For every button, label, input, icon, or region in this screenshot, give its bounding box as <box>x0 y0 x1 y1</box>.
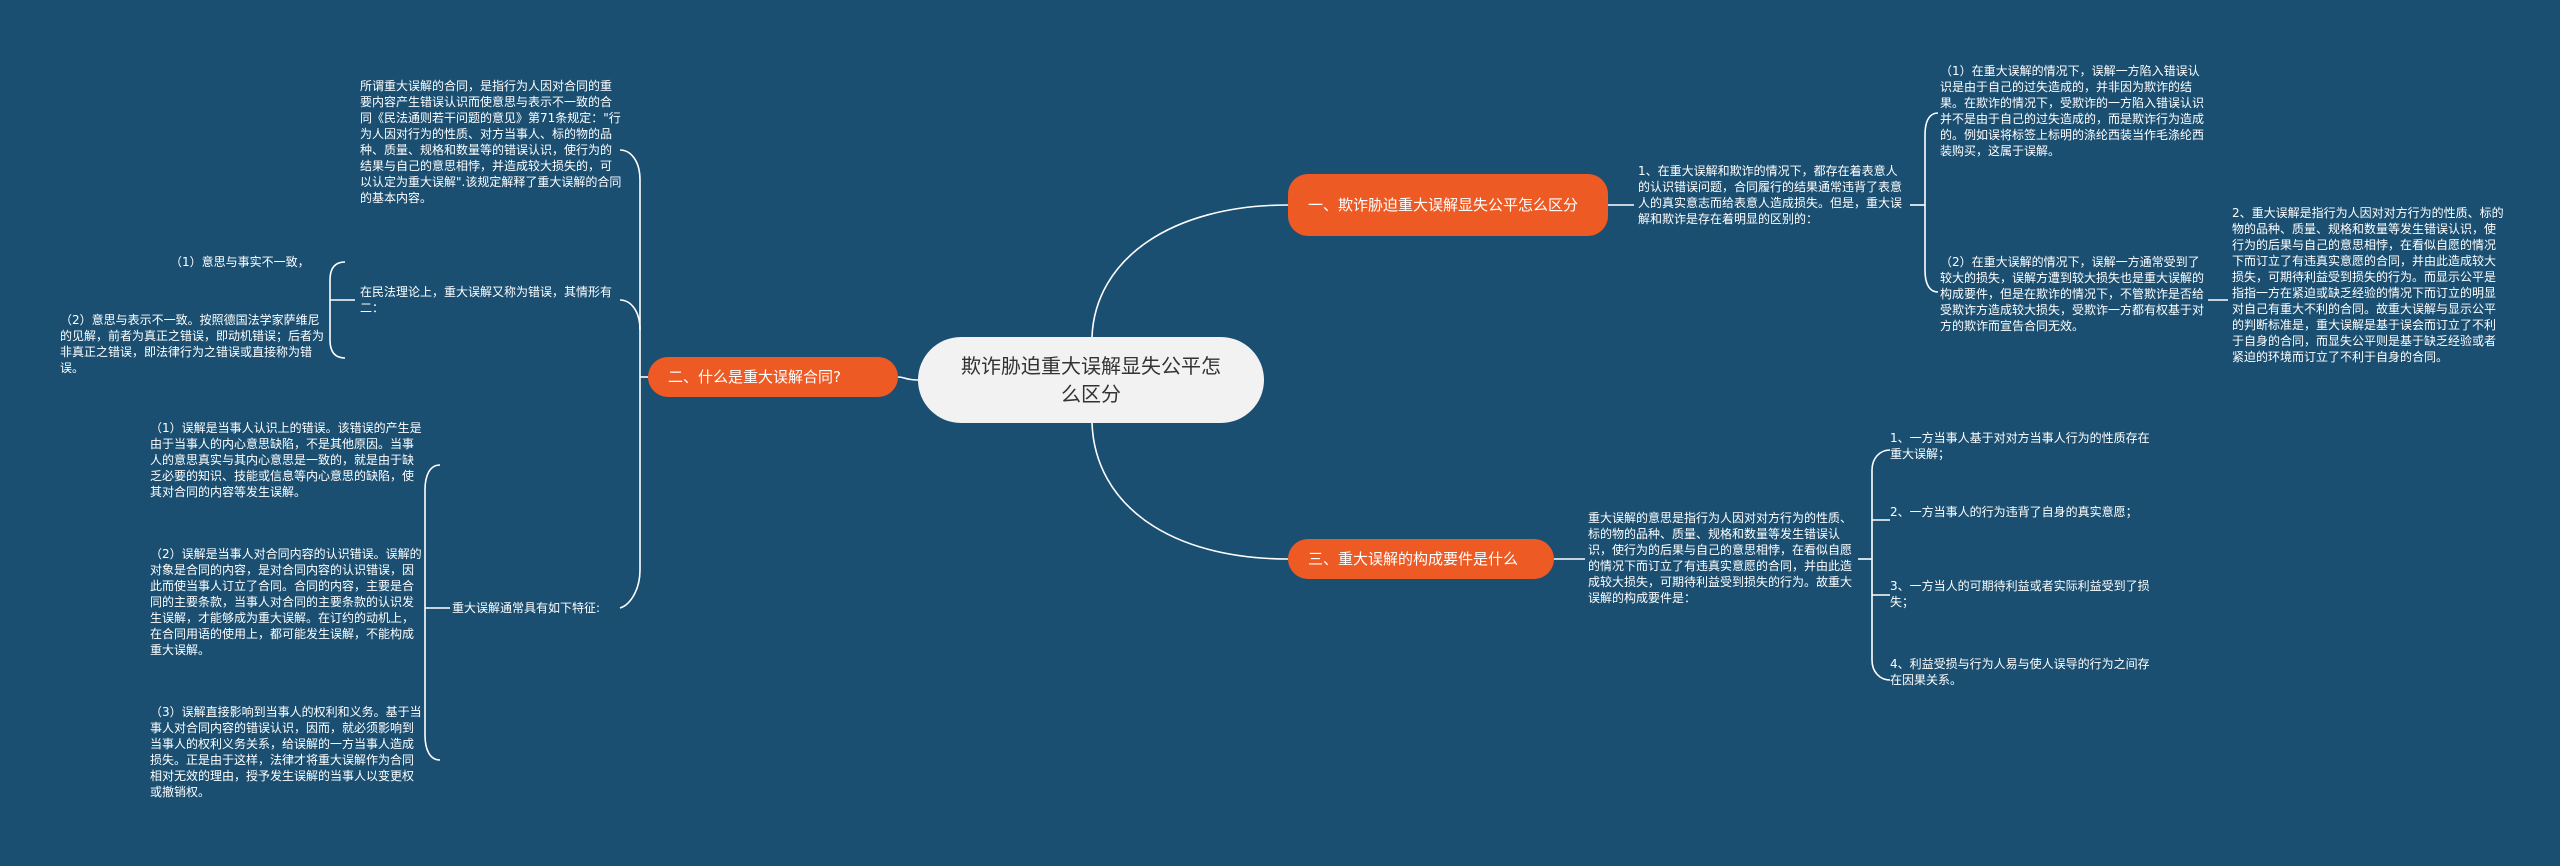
b2-feature-3: （3）误解直接影响到当事人的权利和义务。基于当事人对合同内容的错误认识，因而，就… <box>150 705 422 799</box>
link-root-b3 <box>1091 422 1289 560</box>
branch-node-1[interactable]: 一、欺诈胁迫重大误解显失公平怎么区分 <box>1288 174 1608 236</box>
b2-feature-title: 重大误解通常具有如下特征: <box>452 601 601 615</box>
root-label: 欺诈胁迫重大误解显失公平怎么区分 <box>961 354 1221 406</box>
b1-summary-text: 1、在重大误解和欺诈的情况下，都存在着表意人的认识错误问题，合同履行的结果通常违… <box>1638 164 1903 226</box>
link-root-b2 <box>897 376 919 381</box>
b1-item2-text: （2）在重大误解的情况下，误解一方通常受到了较大的损失，误解方遭到较大损失也是重… <box>1940 255 2205 333</box>
branch-1-label: 一、欺诈胁迫重大误解显失公平怎么区分 <box>1308 196 1579 214</box>
b2-feature-1: （1）误解是当事人认识上的错误。该错误的产生是由于当事人的内心意思缺陷，不是其他… <box>150 421 422 499</box>
link-feature-brace <box>424 464 441 761</box>
b2-theory-2: （2）意思与表示不一致。按照德国法学家萨维尼的见解，前者为真正之错误，即动机错误… <box>60 313 325 375</box>
b2-theory-1: （1）意思与事实不一致， <box>170 255 310 269</box>
b2-feature-2: （2）误解是当事人对合同内容的认识错误。误解的对象是合同的内容，是对合同内容的认… <box>150 547 422 657</box>
link-root-b1 <box>1091 204 1289 338</box>
b3-req-1: 1、一方当事人基于对对方当事人行为的性质存在重大误解； <box>1890 431 2150 461</box>
link-b1-brace <box>1924 112 1939 293</box>
b3-req-4: 4、利益受损与行为人易与使人误导的行为之间存在因果关系。 <box>1890 657 2150 687</box>
b2-definition-text: 所谓重大误解的合同，是指行为人因对合同的重要内容产生错误认识而使意思与表示不一致… <box>360 79 622 205</box>
b3-summary-text: 重大误解的意思是指行为人因对对方行为的性质、标的物的品种、质量、规格和数量等发生… <box>1588 511 1853 605</box>
branch-node-3[interactable]: 三、重大误解的构成要件是什么 <box>1288 539 1554 579</box>
branch-2-label: 二、什么是重大误解合同? <box>668 368 841 386</box>
link-b2-theory <box>619 299 641 331</box>
b1-item1-text: （1）在重大误解的情况下，误解一方陷入错误认识是由于自己的过失造成的，并非因为欺… <box>1940 64 2205 158</box>
b3-req-3: 3、一方当人的可期待利益或者实际利益受到了损失； <box>1890 579 2150 609</box>
root-node[interactable]: 欺诈胁迫重大误解显失公平怎么区分 <box>918 337 1264 423</box>
b3-req-2: 2、一方当事人的行为违背了自身的真实意愿； <box>1890 505 2138 519</box>
branch-node-2[interactable]: 二、什么是重大误解合同? <box>648 357 898 397</box>
b2-theory-title: 在民法理论上，重大误解又称为错误，其情形有二： <box>360 285 613 315</box>
link-b2-brace <box>619 149 641 609</box>
link-b3-brace <box>1871 449 1891 681</box>
b1-item3-text: 2、重大误解是指行为人因对对方行为的性质、标的物的品种、质量、规格和数量等发生错… <box>2232 206 2504 364</box>
branch-3-label: 三、重大误解的构成要件是什么 <box>1308 550 1519 568</box>
link-theory-brace <box>329 261 346 359</box>
